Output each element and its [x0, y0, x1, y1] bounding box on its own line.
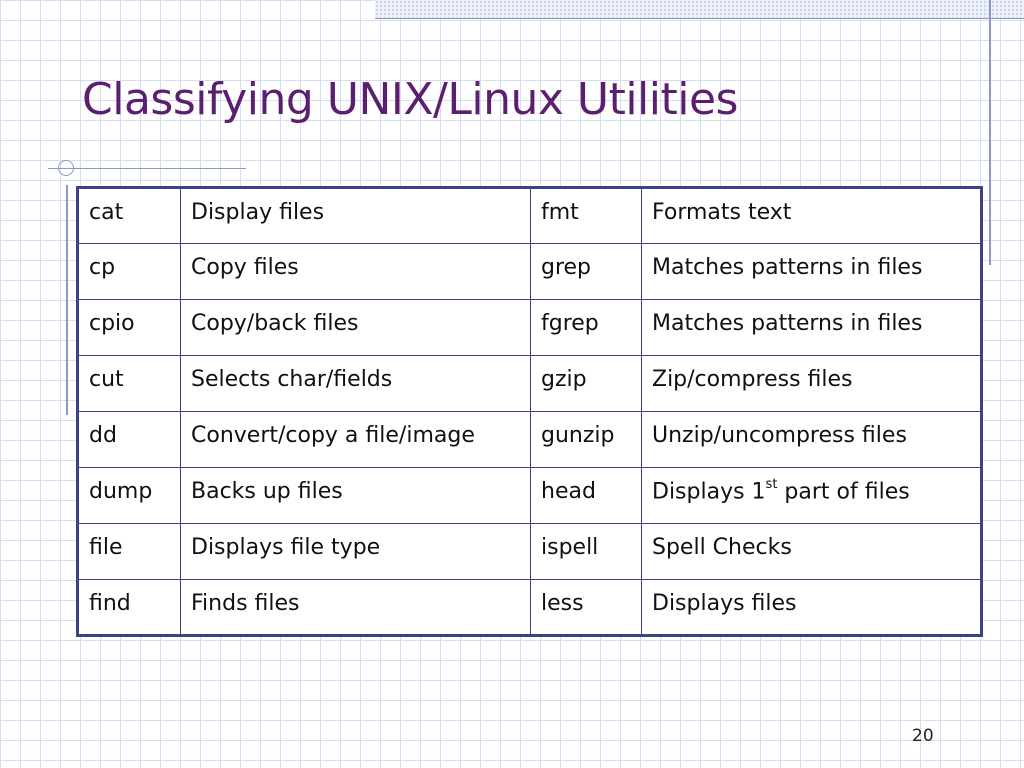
description-cell: Matches patterns in files — [641, 299, 982, 356]
table-row: cpio Copy/back files fgrep Matches patte… — [77, 299, 982, 356]
page-number: 20 — [912, 726, 934, 746]
utilities-table: cat Display files fmt Formats text cp Co… — [76, 186, 983, 637]
command-cell: file — [77, 523, 181, 580]
command-cell: cat — [77, 187, 181, 244]
description-cell: Unzip/uncompress files — [641, 411, 982, 468]
description-cell: Copy files — [180, 243, 531, 300]
command-cell: dd — [77, 411, 181, 468]
decorative-title-underline — [48, 168, 246, 169]
command-cell: fgrep — [530, 299, 642, 356]
table-row: cat Display files fmt Formats text — [77, 187, 982, 244]
command-cell: gunzip — [530, 411, 642, 468]
command-cell: cpio — [77, 299, 181, 356]
command-cell: fmt — [530, 187, 642, 244]
table-row: find Finds files less Displays files — [77, 579, 982, 636]
decorative-right-line — [989, 0, 991, 265]
command-cell: gzip — [530, 355, 642, 412]
description-text: part of files — [777, 479, 910, 505]
description-cell: Finds files — [180, 579, 531, 636]
command-cell: find — [77, 579, 181, 636]
table-row: cp Copy files grep Matches patterns in f… — [77, 243, 982, 300]
description-cell: Spell Checks — [641, 523, 982, 580]
decorative-circle-icon — [58, 160, 74, 176]
description-cell: Zip/compress files — [641, 355, 982, 412]
table-row: dump Backs up files head Displays 1st pa… — [77, 467, 982, 524]
decorative-top-line — [375, 18, 1024, 19]
command-cell: head — [530, 467, 642, 524]
ordinal-superscript: st — [765, 477, 778, 492]
command-cell: ispell — [530, 523, 642, 580]
description-cell: Backs up files — [180, 467, 531, 524]
table-row: dd Convert/copy a file/image gunzip Unzi… — [77, 411, 982, 468]
description-cell: Matches patterns in files — [641, 243, 982, 300]
table-row: cut Selects char/fields gzip Zip/compres… — [77, 355, 982, 412]
description-cell: Copy/back files — [180, 299, 531, 356]
description-cell: Displays file type — [180, 523, 531, 580]
slide-title: Classifying UNIX/Linux Utilities — [82, 74, 738, 125]
description-cell: Display files — [180, 187, 531, 244]
command-cell: cp — [77, 243, 181, 300]
description-text: Displays 1 — [652, 479, 766, 505]
command-cell: dump — [77, 467, 181, 524]
description-cell: Convert/copy a file/image — [180, 411, 531, 468]
description-cell: Displays 1st part of files — [641, 467, 982, 524]
command-cell: less — [530, 579, 642, 636]
decorative-top-band — [375, 0, 1024, 18]
table-row: file Displays file type ispell Spell Che… — [77, 523, 982, 580]
command-cell: grep — [530, 243, 642, 300]
command-cell: cut — [77, 355, 181, 412]
description-cell: Formats text — [641, 187, 982, 244]
decorative-left-line — [66, 185, 68, 415]
description-cell: Displays files — [641, 579, 982, 636]
description-cell: Selects char/fields — [180, 355, 531, 412]
